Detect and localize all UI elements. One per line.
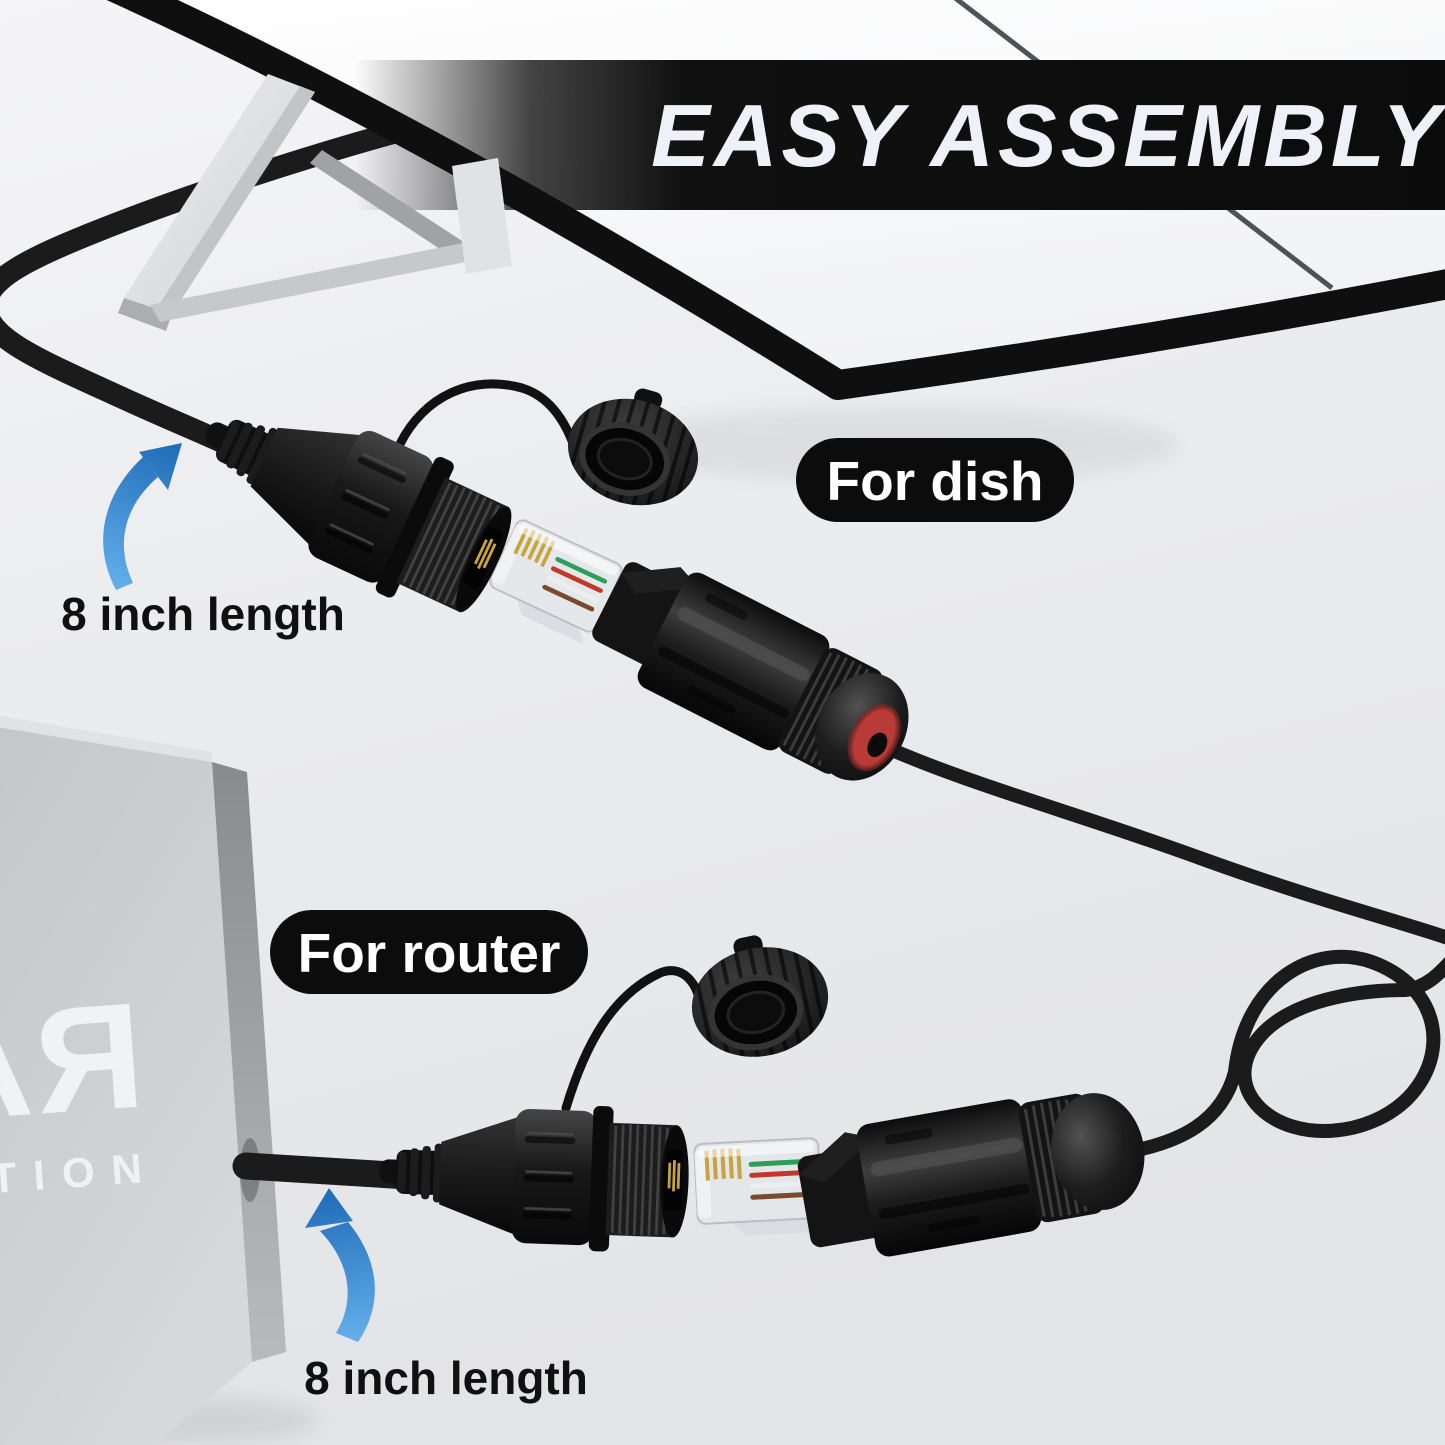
dish-rim-edge — [106, 0, 1445, 400]
for-router-pill — [270, 910, 588, 994]
dish-kickstand — [118, 74, 512, 331]
router-length-annotation: 8 inch length — [304, 1352, 588, 1404]
router-box-logo-top: AЯ — [0, 970, 153, 1153]
router-length-arrow — [305, 1188, 375, 1342]
router-box-side — [212, 762, 286, 1362]
curved-up-arrow-icon — [320, 1222, 375, 1342]
for-dish-callout: For dish — [796, 438, 1074, 522]
curved-up-arrow-icon — [103, 457, 158, 590]
for-router-label: For router — [298, 922, 561, 984]
router-box-top-edge — [0, 715, 212, 764]
for-dish-pill — [796, 438, 1074, 522]
router-connector-cable — [1121, 949, 1445, 1159]
arrow-head — [139, 443, 182, 490]
grommet-cable-hole — [867, 732, 888, 758]
cap-tether-router — [561, 966, 705, 1113]
kickstand-right-strut — [310, 150, 470, 261]
dish-connector-cable — [865, 734, 1445, 945]
dish-length-arrow — [103, 443, 182, 590]
inline-connector-dish — [578, 539, 932, 806]
kickstand-foot — [118, 298, 172, 331]
dish-back-panel: EASY ASSEMBLY — [140, 0, 1445, 483]
router-box: AЯ LUTION — [0, 715, 320, 1445]
arrow-head — [305, 1188, 353, 1228]
for-dish-label: For dish — [827, 450, 1044, 512]
banner-title: EASY ASSEMBLY — [651, 86, 1445, 185]
kickstand-left-leg-shade — [157, 86, 315, 314]
for-router-callout: For router — [270, 910, 588, 994]
kickstand-left-leg — [124, 74, 315, 314]
dish-length-annotation: 8 inch length — [61, 588, 345, 640]
kickstand-bottom-bar — [150, 242, 476, 322]
red-seal-grommet-edge — [847, 704, 901, 772]
router-box-front — [0, 727, 252, 1445]
assembly-banner — [355, 60, 1445, 210]
cap-tether-dish — [395, 379, 581, 457]
kickstand-right-upright — [452, 158, 512, 274]
router-box-logo: AЯ LUTION — [0, 970, 160, 1208]
